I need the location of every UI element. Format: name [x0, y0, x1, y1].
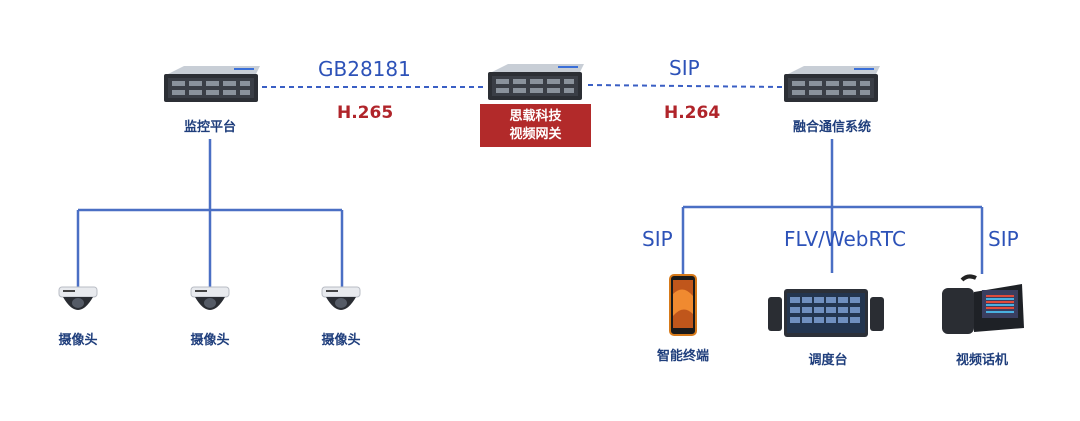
right-tree — [681, 139, 984, 276]
video-phone-label: 视频话机 — [955, 353, 1009, 368]
protocol-sip-label: SIP — [642, 227, 673, 251]
protocol-flv-webrtc-label: FLV/WebRTC — [784, 227, 906, 251]
gateway-label-box: 思载科技 视频网关 — [480, 104, 591, 147]
camera-label: 摄像头 — [321, 333, 361, 348]
dome-camera-icon — [190, 286, 230, 310]
dispatch-console-label: 调度台 — [808, 353, 848, 368]
codec-h265-label: H.265 — [337, 103, 394, 123]
dome-camera-icon — [58, 286, 98, 310]
smartphone-icon — [669, 274, 697, 336]
dashed-link-gateway-fusion — [587, 84, 783, 88]
codec-h264-label: H.264 — [664, 103, 721, 123]
camera-label: 摄像头 — [58, 333, 98, 348]
protocol-sip-label: SIP — [669, 56, 700, 80]
left-tree — [76, 139, 344, 290]
gateway-label-line2: 视频网关 — [509, 127, 562, 142]
protocol-gb28181-label: GB28181 — [318, 57, 411, 81]
smart-terminal-label: 智能终端 — [656, 349, 710, 364]
dome-camera-icon — [321, 286, 361, 310]
server-icon — [164, 66, 260, 102]
video-phone-icon — [942, 274, 1024, 334]
server-icon — [784, 66, 880, 102]
camera-label: 摄像头 — [190, 333, 230, 348]
monitor-platform-label: 监控平台 — [183, 120, 237, 135]
gateway-label-line1: 思载科技 — [509, 109, 562, 124]
protocol-sip-label: SIP — [988, 227, 1019, 251]
server-icon — [488, 64, 584, 100]
fusion-comm-system-label: 融合通信系统 — [792, 120, 872, 135]
dispatch-console-icon — [768, 289, 884, 337]
